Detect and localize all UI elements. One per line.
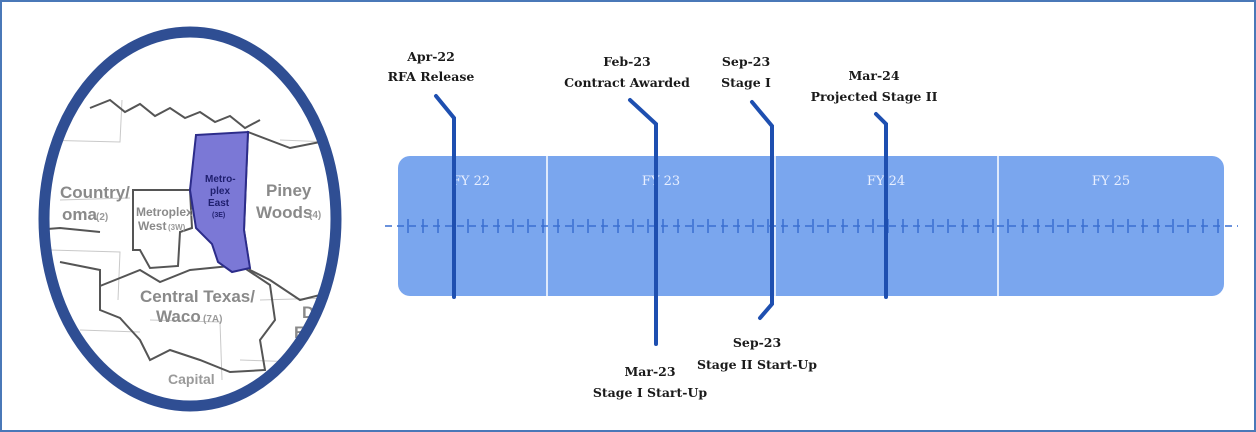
- milestone-date: Feb-23: [603, 54, 650, 69]
- label-metroplex-east: Metro- plex East (3E): [205, 174, 236, 219]
- milestone-apr-22: Apr-22 RFA Release: [388, 49, 475, 84]
- region-code: (3W): [168, 223, 186, 232]
- timeline: FY 22 FY 23 FY 24 FY 25 Apr-22 RFA Relea…: [385, 49, 1238, 400]
- milestone-label: Contract Awarded: [564, 75, 690, 90]
- label-metroplex-west: Metroplex West (3W): [136, 205, 193, 233]
- marker-sep-23: [750, 100, 774, 320]
- milestone-label: Stage I: [721, 75, 771, 90]
- map-circle-border: [38, 26, 342, 412]
- milestone-mar-24: Mar-24 Projected Stage II: [811, 68, 938, 104]
- region-code: (7A): [203, 314, 222, 325]
- label-country-oma: Country/ oma (2): [60, 183, 130, 224]
- fy-label: FY 25: [1092, 174, 1130, 189]
- milestone-label: Projected Stage II: [811, 89, 938, 104]
- label-capital: Capital: [168, 371, 215, 387]
- marker-feb-23-mar-23: [628, 98, 658, 346]
- label-central-texas: Central Texas/ Waco (7A): [140, 287, 255, 326]
- region-label-line3: East: [208, 198, 230, 209]
- milestone-date: Mar-24: [848, 68, 899, 83]
- region-label-line2: West: [138, 219, 166, 233]
- marker-apr-22: [434, 94, 456, 299]
- region-label-line1: Central Texas/: [140, 287, 255, 306]
- region-label-line1: Metro-: [205, 174, 236, 185]
- milestone-sep-23-stage-ii: Sep-23 Stage II Start-Up: [697, 335, 817, 372]
- milestone-label: Stage I Start-Up: [593, 385, 707, 400]
- metroplex-east-region: [188, 130, 252, 274]
- fy-label: FY 22: [452, 174, 490, 189]
- region-label-line1: Capital: [168, 371, 215, 387]
- region-label-line2: plex: [210, 186, 230, 197]
- region-code: (3E): [212, 212, 225, 219]
- region-code: (4): [309, 210, 321, 221]
- region-label-line2: oma: [62, 205, 98, 224]
- fy-label: FY 23: [642, 174, 680, 189]
- label-piney-woods: Piney Woods (4): [256, 181, 321, 222]
- milestone-label: RFA Release: [388, 69, 475, 84]
- region-label-line2: Waco: [156, 307, 201, 326]
- milestone-mar-23: Mar-23 Stage I Start-Up: [593, 364, 707, 400]
- milestone-date: Sep-23: [733, 335, 781, 350]
- region-label-line1: Country/: [60, 183, 130, 202]
- milestone-label: Stage II Start-Up: [697, 357, 817, 372]
- marker-mar-24: [874, 112, 888, 299]
- region-label-line1: Metroplex: [136, 205, 193, 219]
- milestone-date: Sep-23: [722, 54, 770, 69]
- region-label-line1: Piney: [266, 181, 312, 200]
- region-map: Country/ oma (2) Metroplex West (3W) Met…: [38, 26, 342, 412]
- region-label-line2: Woods: [256, 203, 312, 222]
- milestone-date: Apr-22: [406, 49, 455, 64]
- milestone-sep-23-stage-i: Sep-23 Stage I: [721, 54, 771, 90]
- milestone-markers: [434, 94, 888, 346]
- region-code: (2): [96, 212, 108, 223]
- map-background: [44, 32, 336, 406]
- milestone-date: Mar-23: [624, 364, 675, 379]
- milestone-feb-23: Feb-23 Contract Awarded: [564, 54, 690, 90]
- river-border: [89, 98, 261, 130]
